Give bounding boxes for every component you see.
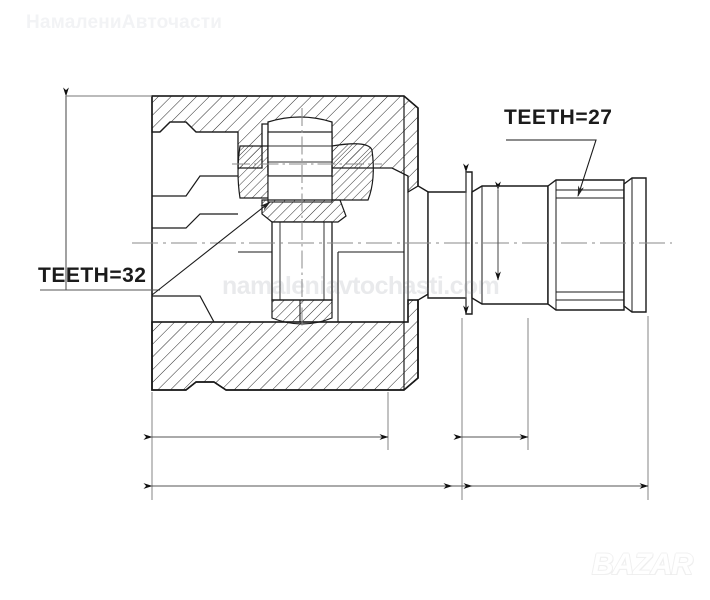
label-teeth-32: TEETH=32 bbox=[38, 264, 147, 287]
splined-stub bbox=[547, 179, 625, 311]
dimension-lines bbox=[40, 87, 649, 500]
watermark-center-url: namaleniavtochasti.com bbox=[222, 272, 500, 300]
race-shoulder-hatch bbox=[261, 199, 347, 223]
watermark-top-left: НамалениАвточасти bbox=[26, 12, 223, 33]
ball-left-section bbox=[237, 145, 269, 199]
bazar-part-before: BA bbox=[592, 548, 634, 581]
label-teeth-27: TEETH=27 bbox=[504, 106, 613, 129]
inner-taper-lower bbox=[152, 295, 215, 323]
leader-lines bbox=[151, 139, 597, 296]
race-mid bbox=[267, 175, 333, 203]
inner-bore-upper bbox=[152, 213, 238, 229]
leader-teeth-27 bbox=[506, 139, 597, 197]
bazar-part-slash: Z bbox=[633, 548, 651, 581]
centerlines bbox=[132, 108, 672, 330]
housing-inner-contours bbox=[152, 96, 429, 390]
watermark-bazar-logo: BAZAR bbox=[592, 548, 693, 582]
shaft-end-cap bbox=[623, 177, 647, 313]
ball-right-section bbox=[331, 143, 374, 201]
leader-teeth-32 bbox=[151, 201, 271, 296]
bazar-part-after: AR bbox=[650, 548, 693, 581]
housing-top-notch bbox=[152, 121, 238, 133]
race-groove bbox=[267, 145, 333, 163]
output-shaft-assembly bbox=[427, 171, 647, 315]
inner-taper-upper bbox=[152, 175, 238, 197]
